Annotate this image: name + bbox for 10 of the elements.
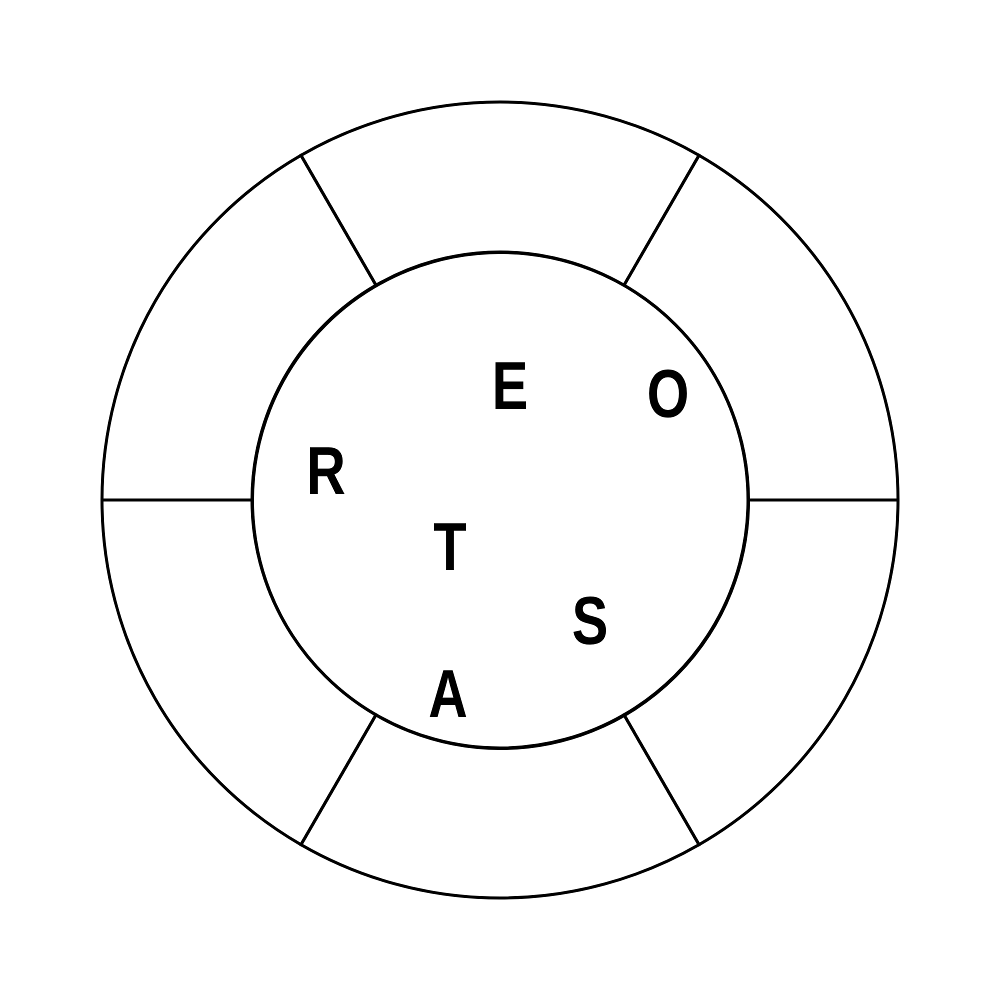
letter: S — [572, 587, 608, 655]
letter: A — [428, 660, 468, 728]
ring-segment — [622, 154, 900, 502]
letter: E — [492, 352, 528, 420]
inner-circle — [250, 250, 750, 750]
letter: R — [306, 437, 346, 505]
letter: T — [433, 513, 467, 581]
ring-segment — [622, 498, 900, 846]
ring-segment — [100, 154, 378, 502]
letter: O — [646, 360, 690, 428]
